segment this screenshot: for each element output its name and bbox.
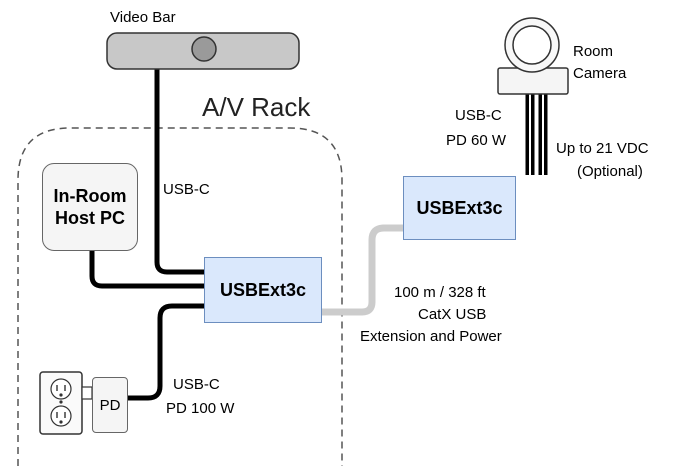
extension-label-line1: 100 m / 328 ft: [394, 284, 486, 301]
hostpc-usb-cable: [89, 251, 204, 289]
video-bar-label: Video Bar: [110, 9, 176, 26]
camera-power-label-line2: (Optional): [577, 163, 643, 180]
extension-label-line2: CatX USB: [418, 306, 487, 323]
usbext3c-remote-box: USBExt3c: [403, 176, 516, 240]
camera-usb-label-line1: USB-C: [455, 107, 502, 124]
pd-label: PD: [99, 396, 121, 414]
camera-power-label-line1: Up to 21 VDC: [556, 140, 649, 157]
room-camera-label-line1: Room: [573, 43, 614, 60]
videobar-usb-cable: [154, 58, 204, 275]
catx-extension-cable: [322, 224, 404, 316]
usbext3c-main-box: USBExt3c: [204, 257, 322, 323]
videobar-cable-label: USB-C: [163, 180, 210, 200]
usbext3c-main-label: USBExt3c: [219, 279, 307, 300]
pd-power-supply-box: PD: [92, 377, 128, 433]
usbext3c-remote-label: USBExt3c: [416, 197, 503, 218]
video-bar-lens: [191, 36, 217, 62]
power-label-line1: USB-C: [173, 376, 220, 393]
room-camera-icon: [497, 17, 569, 95]
host-pc-box: In-Room Host PC: [42, 163, 138, 251]
extension-label-line3: Extension and Power: [360, 328, 502, 345]
av-rack-region: [17, 127, 343, 466]
power-label-line2: PD 100 W: [166, 400, 235, 417]
av-rack-label: A/V Rack: [202, 92, 311, 122]
wall-outlet-icon: [39, 371, 93, 435]
pd-power-cable: [128, 303, 204, 401]
host-pc-label-line2: Host PC: [54, 208, 125, 228]
room-camera-label-line2: Camera: [573, 65, 627, 82]
host-pc-label-line1: In-Room: [53, 186, 127, 206]
camera-usb-label-line2: PD 60 W: [446, 132, 507, 149]
